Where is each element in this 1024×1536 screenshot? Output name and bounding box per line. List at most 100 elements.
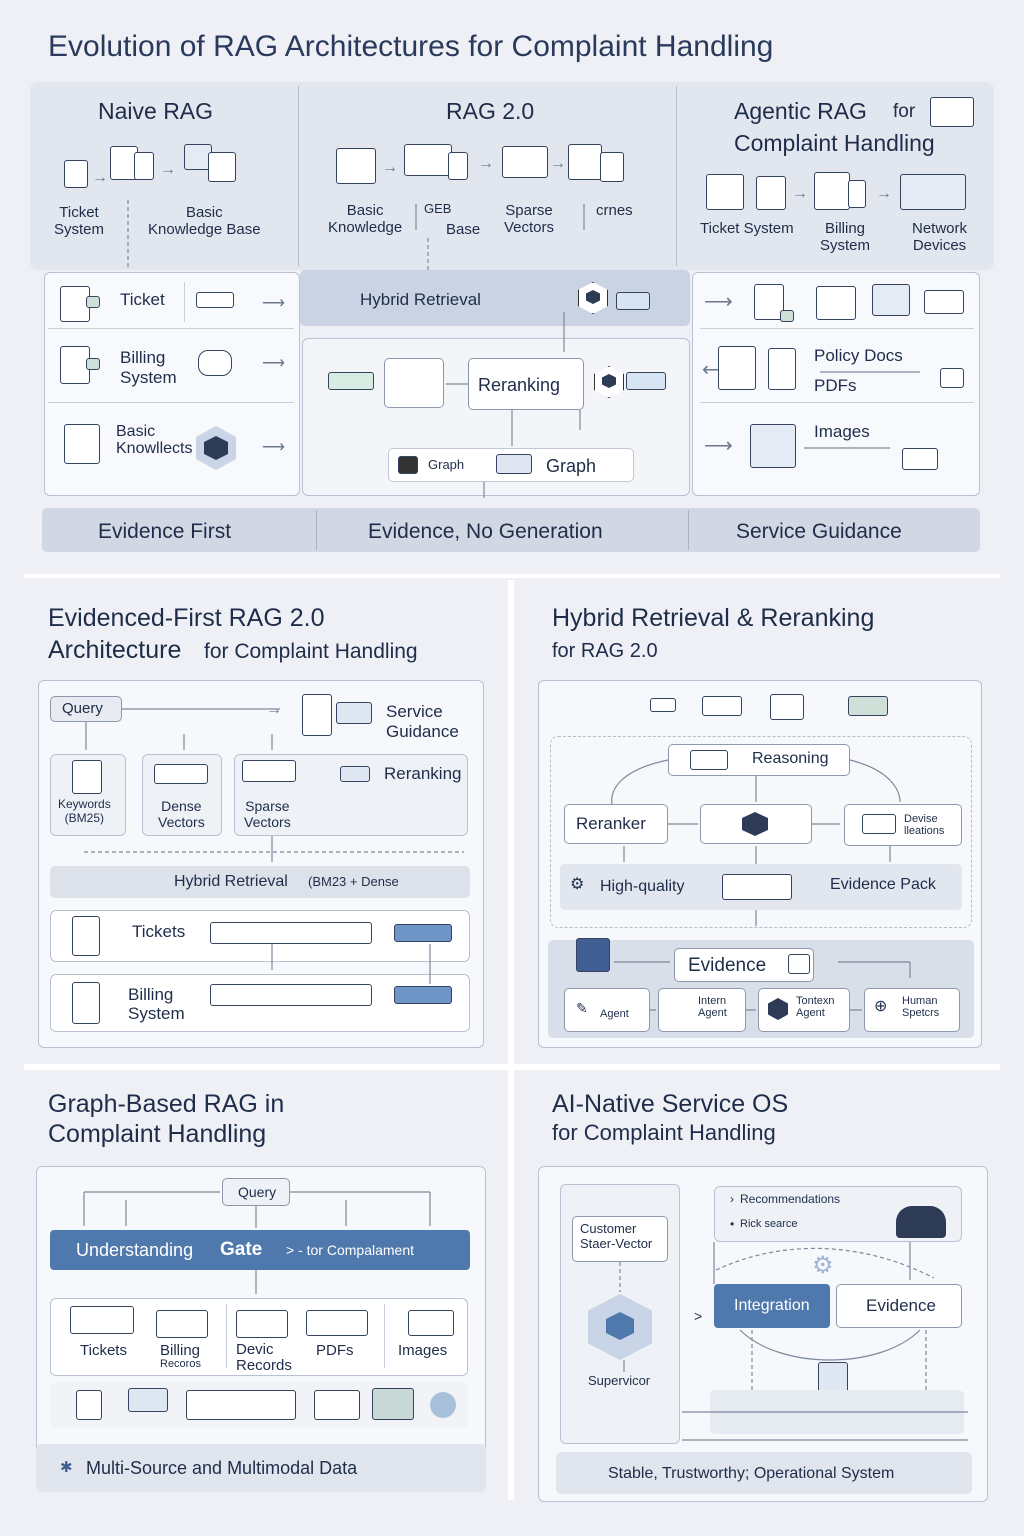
panel3-title-b: Complaint Handling [48, 1120, 267, 1148]
p2-agent-1: Agent [600, 1008, 629, 1020]
p3-source-billing: Billing [160, 1342, 201, 1359]
section-separator [24, 574, 1000, 578]
tool-icon [702, 696, 742, 716]
hybrid-retrieval-bar [50, 866, 470, 898]
document-icon [814, 172, 850, 210]
agent-node[interactable] [864, 988, 960, 1032]
divider [700, 328, 974, 329]
arrow-right-icon: → [478, 155, 494, 172]
tool-icon [848, 696, 888, 716]
divider [48, 402, 294, 403]
badge-icon [86, 296, 100, 308]
document-icon [72, 916, 100, 956]
rag2-source-basic: Basic Knowledge [328, 202, 403, 237]
p4-supervisor: Supervicor [588, 1373, 651, 1388]
p4-footer: Stable, Trustworthy; Operational System [608, 1465, 895, 1482]
divider [298, 86, 299, 266]
left-item-billing: Billing System [120, 348, 177, 387]
badge-icon [780, 310, 794, 322]
p2-evidence: Evidence [688, 955, 767, 976]
tool-icon [650, 698, 676, 712]
section-separator [508, 580, 514, 1500]
panel-icon [404, 144, 452, 176]
divider [226, 1304, 227, 1368]
panel1-title-a: Evidenced-First RAG 2.0 [48, 604, 325, 632]
card-icon [690, 750, 728, 770]
p2-reranker: Reranker [576, 814, 646, 833]
image-icon [408, 1310, 454, 1336]
p4-customer: Customer Staer-Vector [580, 1221, 653, 1251]
agentic-source-network: Network Devices [912, 220, 968, 255]
right-item-pdfs: PDFs [814, 376, 857, 395]
p1-reranking: Reranking [384, 764, 462, 783]
p4-risk: Rick searce [740, 1218, 798, 1230]
document-icon [134, 152, 154, 180]
tickets-icon [70, 1306, 134, 1334]
divider [316, 510, 317, 550]
hex-core-icon [602, 374, 616, 388]
panel2-title-a: Hybrid Retrieval & Reranking [552, 604, 875, 632]
p1-dense: Dense Vectors [158, 798, 205, 831]
agentic-title-c: Complaint Handling [734, 130, 935, 156]
p1-tickets: Tickets [132, 922, 186, 941]
query-bar-icon [210, 922, 372, 944]
graph-nodes-icon [384, 358, 444, 408]
database-icon [198, 350, 232, 376]
p2-evidence-pack: Evidence Pack [830, 876, 936, 893]
chevron-right-icon: › [730, 1192, 734, 1206]
graph-label: Graph [546, 456, 597, 476]
multimodal-footer [36, 1444, 486, 1492]
bullet-icon: • [730, 1217, 735, 1231]
result-bar-icon [394, 924, 452, 942]
pdf-icon [306, 1310, 368, 1336]
agentic-title-b: for [893, 101, 916, 122]
p1-billing: Billing System [128, 985, 185, 1023]
reranking-node [468, 358, 584, 410]
footer-evidence-no-generation: Evidence, No Generation [368, 520, 603, 543]
document-icon [76, 1390, 102, 1420]
p1-keywords: Keywords (BM25) [58, 797, 111, 825]
billing-icon [156, 1310, 208, 1338]
device-icon [236, 1310, 288, 1338]
p2-device: Devise lleations [904, 813, 945, 837]
agentic-source-ticket: Ticket System [700, 220, 794, 237]
naive-rag-title: Naive RAG [98, 98, 214, 124]
agent-node[interactable] [658, 988, 746, 1032]
os-footer [556, 1452, 972, 1494]
divider [48, 328, 294, 329]
panel1-title-b: Architecture [48, 636, 182, 664]
divider [384, 1304, 385, 1368]
rag2-source-geb: GEB [424, 201, 452, 216]
agentic-title-a: Agentic RAG [734, 98, 867, 124]
p3-query: Query [238, 1184, 277, 1200]
card-icon [616, 292, 650, 310]
people-icon [896, 1206, 946, 1238]
panel2-title-b: for RAG 2.0 [552, 640, 658, 662]
query-node [222, 1178, 290, 1206]
query-bar-icon [210, 984, 372, 1006]
p3-source-billing-sub: Recoros [160, 1358, 201, 1370]
p2-agent-2: Intern Agent [698, 995, 727, 1019]
p3-source-pdfs: PDFs [316, 1342, 354, 1359]
evidence-node[interactable] [836, 1284, 962, 1328]
document-icon [72, 982, 100, 1024]
footer-evidence-first: Evidence First [98, 520, 232, 543]
document-icon [754, 284, 784, 320]
top-footer-band [42, 508, 980, 552]
ticket-icon [706, 174, 744, 210]
integration-node[interactable] [714, 1284, 830, 1328]
query-node [50, 696, 122, 722]
right-item-images: Images [814, 422, 870, 441]
divider [700, 402, 974, 403]
left-item-knowledge: Basic Knowllects [116, 423, 193, 457]
card-icon [626, 372, 666, 390]
page-title: Evolution of RAG Architectures for Compl… [48, 30, 774, 63]
monitor-icon [872, 284, 910, 316]
p3-source-images: Images [398, 1342, 448, 1359]
agent-node[interactable] [564, 988, 650, 1032]
document-icon [600, 152, 624, 182]
p2-agent-3: Tontexn Agent [796, 995, 835, 1019]
tool-icon [770, 694, 804, 720]
panel3-title-a: Graph-Based RAG in [48, 1090, 285, 1118]
divider [184, 282, 185, 322]
